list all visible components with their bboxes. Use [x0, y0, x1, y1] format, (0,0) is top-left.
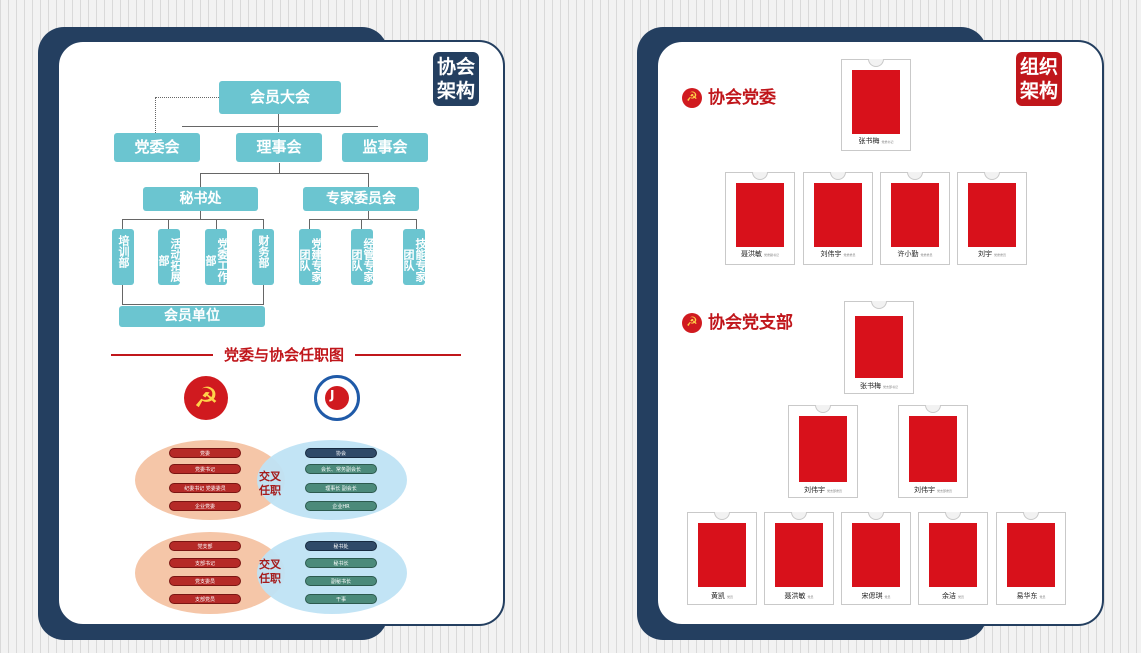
portrait-photo	[814, 183, 862, 247]
g2-left-1: 支部书记	[169, 558, 241, 568]
left-panel-tag: 协会 架构	[433, 52, 480, 106]
g2-cross-label: 交叉 任职	[259, 558, 281, 585]
g1-cross-label: 交叉 任职	[259, 470, 281, 497]
g2-left-3: 支部党员	[169, 594, 241, 604]
org-council: 理事会	[236, 133, 322, 162]
left-panel: 协会 架构 会员大会 党委会 理事会 监事会 秘书处 专家委员会 培训部 活动拓…	[57, 40, 505, 626]
right-panel: 组织 架构 ☭协会党委 ☭协会党支部 张书梅党委书记 聂洪敏党委副书记 刘伟宇党…	[656, 40, 1104, 626]
g1-left-1: 党委书记	[169, 464, 241, 474]
org-member-units: 会员单位	[119, 306, 265, 327]
team-management: 经管专家团队	[350, 229, 375, 285]
dept-activities: 活动拓展部	[157, 229, 182, 285]
photo-card: 易华东党员	[996, 512, 1066, 605]
photo-card: 宋偲琪党员	[841, 512, 911, 605]
dept-training: 培训部	[112, 229, 134, 285]
org-party-committee: 党委会	[114, 133, 200, 162]
photo-card: 黄凯党员	[687, 512, 757, 605]
photo-card: 刘伟宇党委委员	[803, 172, 873, 265]
g1-left-0: 党委	[169, 448, 241, 458]
org-expert-committee: 专家委员会	[303, 187, 419, 211]
org-secretariat: 秘书处	[143, 187, 258, 211]
g2-right-2: 副秘书长	[305, 576, 377, 586]
g1-left-3: 企业党委	[169, 501, 241, 511]
g1-right-1: 会长、常务副会长	[305, 464, 377, 474]
branch-title: ☭协会党支部	[682, 312, 793, 334]
portrait-photo	[968, 183, 1016, 247]
team-party-building: 党建专家团队	[298, 229, 323, 285]
photo-card: 聂洪敏党员	[764, 512, 834, 605]
g1-right-0: 协会	[305, 448, 377, 458]
portrait-photo	[891, 183, 939, 247]
photo-card: 刘伟宇党支部委员	[788, 405, 858, 498]
g2-left-2: 党支委员	[169, 576, 241, 586]
portrait-photo	[855, 316, 903, 378]
party-emblem-icon: ☭	[184, 376, 228, 420]
photo-card: 聂洪敏党委副书记	[725, 172, 795, 265]
g2-left-0: 党支部	[169, 541, 241, 551]
portrait-photo	[1007, 523, 1055, 587]
portrait-photo	[736, 183, 784, 247]
dept-finance: 财务部	[252, 229, 274, 285]
g1-left-2: 纪委书记 党委委员	[169, 483, 241, 493]
photo-card: 张书梅党委书记	[841, 59, 911, 151]
org-supervisory-board: 监事会	[342, 133, 428, 162]
g1-right-2: 理事长 副会长	[305, 483, 377, 493]
association-logo-icon: J	[314, 375, 360, 421]
g2-right-3: 干事	[305, 594, 377, 604]
photo-card: 余洁党员	[918, 512, 988, 605]
photo-card: 许小勤党委委员	[880, 172, 950, 265]
portrait-photo	[799, 416, 847, 482]
portrait-photo	[698, 523, 746, 587]
org-general-assembly: 会员大会	[219, 81, 341, 114]
g2-right-0: 秘书处	[305, 541, 377, 551]
section-title: 党委与协会任职图	[223, 346, 344, 364]
portrait-photo	[929, 523, 977, 587]
committee-title: ☭协会党委	[682, 87, 776, 109]
party-emblem-icon: ☭	[682, 313, 702, 333]
party-emblem-icon: ☭	[682, 88, 702, 108]
portrait-photo	[775, 523, 823, 587]
portrait-photo	[852, 523, 900, 587]
dept-party-work: 党委工作部	[204, 229, 229, 285]
g2-right-1: 秘书长	[305, 558, 377, 568]
team-skills: 技能专家团队	[402, 229, 427, 285]
right-panel-tag: 组织 架构	[1016, 52, 1063, 106]
portrait-photo	[852, 70, 900, 134]
g1-right-3: 企业HR	[305, 501, 377, 511]
photo-card: 刘宇党委委员	[957, 172, 1027, 265]
portrait-photo	[909, 416, 957, 482]
photo-card: 刘伟宇党支部委员	[898, 405, 968, 498]
photo-card: 张书梅党支部书记	[844, 301, 914, 394]
